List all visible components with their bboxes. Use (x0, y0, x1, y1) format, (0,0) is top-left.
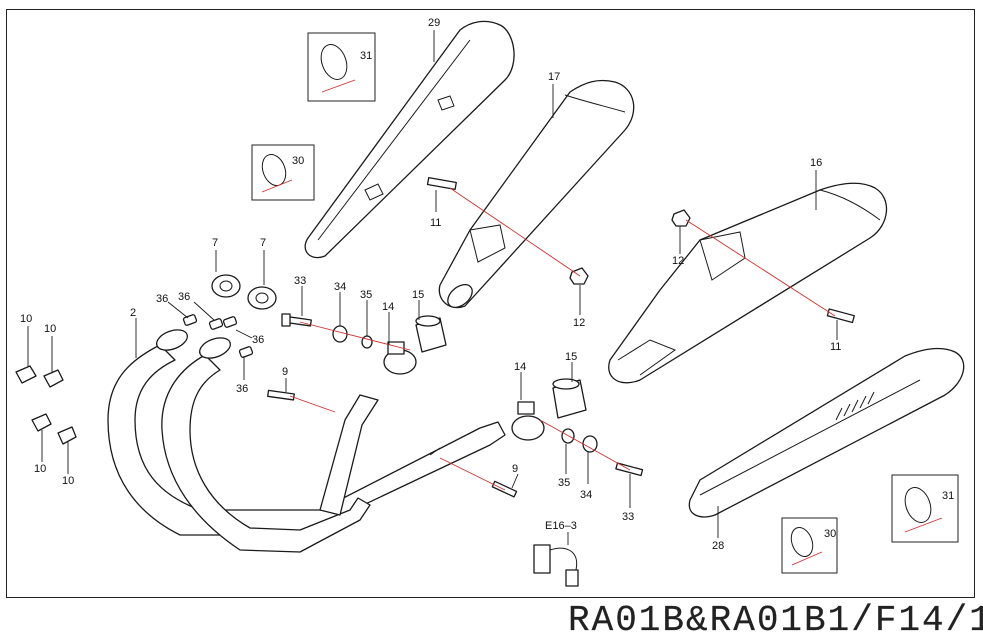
callout-10-a: 10 (20, 313, 32, 325)
clamp-14-lower[interactable] (511, 401, 545, 441)
callout-labels: 29 31 30 17 16 7 7 33 34 35 14 15 11 12 … (20, 17, 954, 552)
callout-10-d: 10 (62, 475, 74, 487)
cap-nut-group[interactable] (15, 365, 77, 445)
callout-28: 28 (712, 540, 724, 552)
bolt-9-upper[interactable] (267, 389, 295, 401)
diagram-frame (6, 9, 975, 598)
clamp-14-upper[interactable] (383, 341, 417, 375)
callout-31-bottom: 31 (942, 490, 954, 502)
callout-10-c: 10 (34, 463, 46, 475)
callout-30-top: 30 (292, 155, 304, 167)
callout-36-b: 36 (178, 291, 190, 303)
sleeve-15-lower[interactable] (552, 378, 587, 419)
inset-clamp-31-bottom[interactable] (891, 474, 959, 543)
bolt-11-upper[interactable] (426, 176, 457, 191)
heat-shield-upper[interactable] (304, 20, 515, 259)
callout-29: 29 (428, 17, 440, 29)
callout-2: 2 (130, 307, 136, 319)
leader-lines (27, 30, 838, 545)
callout-36-d: 36 (236, 383, 248, 395)
callout-15-lower: 15 (565, 351, 577, 363)
callout-e16-3: E16–3 (545, 520, 577, 532)
gasket-left[interactable] (211, 274, 241, 298)
callout-15-upper: 15 (412, 289, 424, 301)
callout-31-top: 31 (360, 50, 372, 62)
washer-34-upper[interactable] (332, 325, 348, 343)
callout-9-upper: 9 (282, 366, 288, 378)
callout-7-left: 7 (212, 237, 218, 249)
inset-clamp-30-bottom[interactable] (781, 517, 838, 574)
callout-33-lower: 33 (622, 511, 634, 523)
callout-14-lower: 14 (514, 361, 526, 373)
callout-12-left: 12 (672, 255, 684, 267)
assembly-axis-lines (289, 187, 836, 491)
gasket-right[interactable] (247, 286, 277, 310)
heat-shield-lower[interactable] (688, 347, 965, 518)
inset-clamp-30-top[interactable] (251, 144, 315, 201)
exhaust-header[interactable] (107, 326, 506, 553)
nut-12-lower[interactable] (671, 209, 691, 227)
callout-11-upper: 11 (430, 217, 441, 229)
diagram-code-caption: RA01B&RA01B1/F14/1 (568, 600, 983, 641)
inset-clamp-31-top[interactable] (307, 32, 376, 102)
callout-9-lower: 9 (512, 463, 518, 475)
callout-30-bottom: 30 (824, 528, 836, 540)
callout-35-lower: 35 (558, 477, 570, 489)
callout-17: 17 (548, 71, 560, 83)
callout-36-a: 36 (156, 293, 168, 305)
callout-36-c: 36 (252, 334, 264, 346)
callout-34-lower: 34 (580, 489, 592, 501)
callout-34-upper: 34 (334, 281, 346, 293)
nut-12-upper[interactable] (569, 267, 589, 285)
callout-11-lower: 11 (830, 341, 841, 353)
oxygen-sensor[interactable] (533, 544, 579, 587)
callout-14-upper: 14 (382, 301, 394, 313)
muffler-upper[interactable] (438, 79, 635, 311)
callout-10-b: 10 (44, 323, 56, 335)
callout-12-right: 12 (573, 317, 585, 329)
bolt-9-lower[interactable] (491, 480, 518, 498)
callout-7-right: 7 (260, 237, 266, 249)
muffler-lower[interactable] (608, 182, 888, 384)
sleeve-15-upper[interactable] (415, 315, 447, 353)
bolt-11-lower[interactable] (826, 308, 855, 324)
washer-34-lower[interactable] (582, 435, 598, 453)
callout-33-upper: 33 (294, 275, 306, 287)
callout-16: 16 (810, 157, 822, 169)
callout-35-upper: 35 (360, 289, 372, 301)
